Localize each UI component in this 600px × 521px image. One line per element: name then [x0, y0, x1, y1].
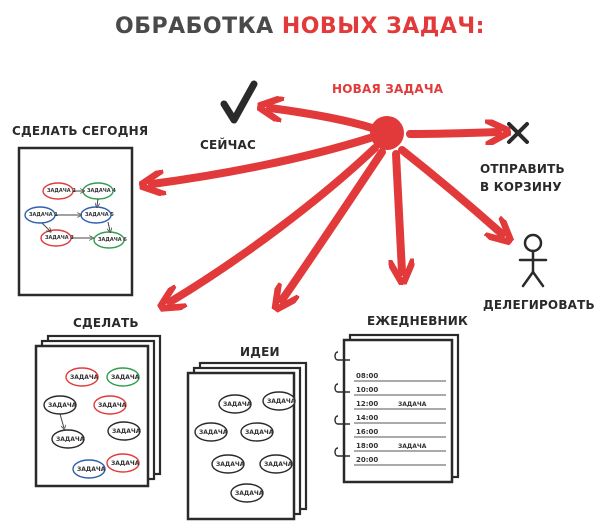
label-planner: ЕЖЕДНЕВНИК [367, 314, 469, 328]
arrow-to-now [270, 108, 376, 132]
todo-task-text: ЗАДАЧА [111, 374, 140, 381]
todo-task-text: ЗАДАЧА [77, 466, 106, 473]
today-task-text: ЗАДАЧА 1 [29, 212, 58, 218]
ideas-stack [186, 361, 308, 521]
hub-arrows [152, 108, 502, 302]
arrow-to-today [152, 134, 374, 184]
label-trash-line1: ОТПРАВИТЬ [480, 162, 565, 176]
today-task-text: ЗАДАЧА 3 [45, 235, 74, 241]
todo-task-text: ЗАДАЧА [98, 402, 127, 409]
idea-task-oval [194, 422, 228, 442]
arrow-to-delegate [398, 146, 502, 234]
idea-task-text: ЗАДАЧА [267, 398, 296, 405]
idea-task-oval [262, 391, 296, 411]
new-task-hub [370, 116, 404, 150]
idea-task-oval [230, 483, 264, 503]
planner-time: 10:00 [356, 386, 379, 394]
idea-task-oval [211, 454, 245, 474]
todo-task-oval [72, 459, 106, 479]
today-sheet [17, 146, 134, 297]
planner-time: 18:00 [356, 442, 379, 450]
planner-lines [354, 380, 446, 466]
label-todo: СДЕЛАТЬ [73, 316, 139, 330]
label-trash: ОТПРАВИТЬ В КОРЗИНУ [480, 160, 565, 196]
idea-task-text: ЗАДАЧА [235, 490, 264, 497]
label-trash-line2: В КОРЗИНУ [480, 180, 562, 194]
arrow-to-ideas [282, 148, 386, 300]
idea-task-text: ЗАДАЧА [199, 429, 228, 436]
idea-task-text: ЗАДАЧА [216, 461, 245, 468]
idea-task-text: ЗАДАЧА [223, 401, 252, 408]
cross-icon [507, 122, 529, 144]
planner-task: ЗАДАЧА [398, 443, 427, 450]
person-icon [518, 233, 548, 288]
title-part-1: ОБРАБОТКА [115, 14, 274, 39]
todo-task-oval [106, 367, 140, 387]
todo-task-oval [93, 395, 127, 415]
idea-task-oval [259, 454, 293, 474]
arrow-to-planner [396, 150, 402, 272]
planner-rings [334, 351, 350, 457]
planner-task: ЗАДАЧА [398, 401, 427, 408]
label-ideas: ИДЕИ [240, 345, 280, 359]
todo-task-oval [51, 429, 85, 449]
todo-task-oval [106, 453, 140, 473]
today-task-text: ЗАДАЧА 6 [98, 237, 127, 243]
todo-task-text: ЗАДАЧА [48, 402, 77, 409]
today-task-text: ЗАДАЧА 5 [85, 212, 114, 218]
label-now: СЕЙЧАС [200, 138, 257, 152]
hub-label: НОВАЯ ЗАДАЧА [332, 82, 444, 96]
today-task-text: ЗАДАЧА 4 [87, 188, 116, 194]
planner-time: 12:00 [356, 400, 379, 408]
idea-task-oval [240, 422, 274, 442]
idea-task-oval [218, 394, 252, 414]
todo-task-oval [65, 367, 99, 387]
check-icon [220, 80, 258, 124]
planner-notebook [334, 333, 460, 484]
planner-time: 16:00 [356, 428, 379, 436]
todo-task-text: ЗАДАЧА [70, 374, 99, 381]
idea-task-text: ЗАДАЧА [264, 461, 293, 468]
planner-time: 20:00 [356, 456, 379, 464]
todo-task-text: ЗАДАЧА [112, 428, 141, 435]
todo-task-oval [107, 421, 141, 441]
idea-task-text: ЗАДАЧА [245, 429, 274, 436]
arrow-to-todo [170, 144, 379, 302]
todo-task-text: ЗАДАЧА [111, 460, 140, 467]
todo-task-text: ЗАДАЧА [56, 436, 85, 443]
label-delegate: ДЕЛЕГИРОВАТЬ [483, 298, 595, 312]
title-part-2: НОВЫХ ЗАДАЧ: [281, 14, 485, 39]
todo-stack [34, 334, 162, 488]
today-task-text: ЗАДАЧА 2 [47, 188, 76, 194]
diagram-title: ОБРАБОТКА НОВЫХ ЗАДАЧ: [0, 14, 600, 39]
planner-time: 08:00 [356, 372, 379, 380]
planner-time: 14:00 [356, 414, 379, 422]
label-today: СДЕЛАТЬ СЕГОДНЯ [12, 124, 149, 138]
arrow-to-trash [406, 132, 498, 134]
